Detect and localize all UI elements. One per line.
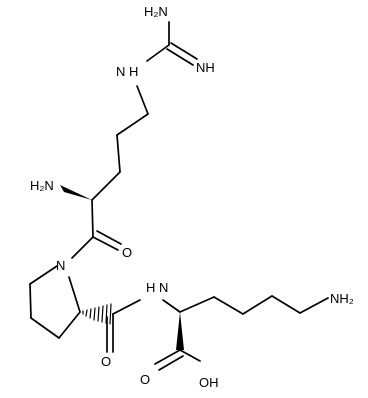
bond-c4-c3 — [30, 317, 60, 339]
hash-3 — [89, 308, 92, 319]
label-amide-o-2: O — [101, 354, 111, 369]
bond-cooh-o-a — [154, 349, 181, 365]
arginine-alpha-carbon — [60, 185, 122, 259]
bond-c-nh-double-a — [170, 42, 198, 60]
bond-ch2-ch2-1 — [116, 113, 149, 136]
bond-c5-c4 — [29, 283, 32, 319]
bond-cooh-o-b — [158, 355, 184, 371]
label-amidine-nh2: H₂N — [144, 4, 168, 19]
proline-carbonyl — [82, 299, 141, 353]
label-amide-o-1: O — [122, 245, 132, 260]
bond-ch2-calpha — [91, 171, 121, 201]
label-amide-nh: H N — [146, 280, 168, 295]
bond-lys-cb-cg — [213, 296, 244, 315]
bond-carbonyl-n — [71, 236, 94, 259]
bond-lys-ca-cb — [179, 296, 215, 313]
bond-carbonyl-o-a — [92, 236, 119, 251]
label-amidine-nh: NH — [196, 60, 215, 75]
lysine-residue — [154, 295, 329, 371]
wedge-calpha-nh2 — [60, 185, 92, 200]
bond-c2-n — [68, 276, 81, 313]
bond-lys-ce-n — [299, 297, 329, 314]
bond-n-c5 — [29, 265, 58, 285]
bond-lys-cd-ce — [271, 295, 301, 314]
proline-ring — [29, 265, 81, 339]
label-carboxyl-o: O — [140, 372, 150, 387]
bond-ch2-ch2-2 — [116, 134, 121, 173]
label-proline-n: N — [56, 258, 65, 273]
bond-n-ch2 — [136, 85, 149, 115]
bond-calpha-carbonyl — [91, 199, 94, 238]
bond-lys-cg-cd — [242, 295, 273, 315]
atom-labels: H₂N NH N H H₂N O N H N O NH₂ OH O — [30, 4, 354, 390]
label-alpha-amine: H₂N — [30, 178, 54, 193]
bond-c-nh-double-b — [166, 48, 194, 66]
label-lysine-nh2: NH₂ — [330, 291, 354, 306]
bond-carbonyl-o-b — [96, 230, 122, 245]
hash-2 — [85, 309, 88, 317]
hash-8 — [109, 303, 112, 325]
guanidino-group — [146, 21, 198, 66]
bond-c-n-chain — [146, 44, 170, 62]
bond-nh-calpha — [162, 299, 181, 313]
label-carboxyl-oh: OH — [199, 375, 219, 390]
wedge-lys-carboxyl — [176, 312, 184, 350]
hash-4 — [93, 307, 96, 321]
label-guanidino-nh: N H — [116, 64, 138, 79]
bond-pro-c-nh — [112, 299, 141, 315]
bond-cooh-oh — [179, 349, 201, 362]
hash-6 — [101, 305, 104, 323]
bond-c3-c2 — [58, 311, 81, 339]
arginine-side-chain — [91, 85, 149, 201]
hash-5 — [97, 306, 100, 322]
